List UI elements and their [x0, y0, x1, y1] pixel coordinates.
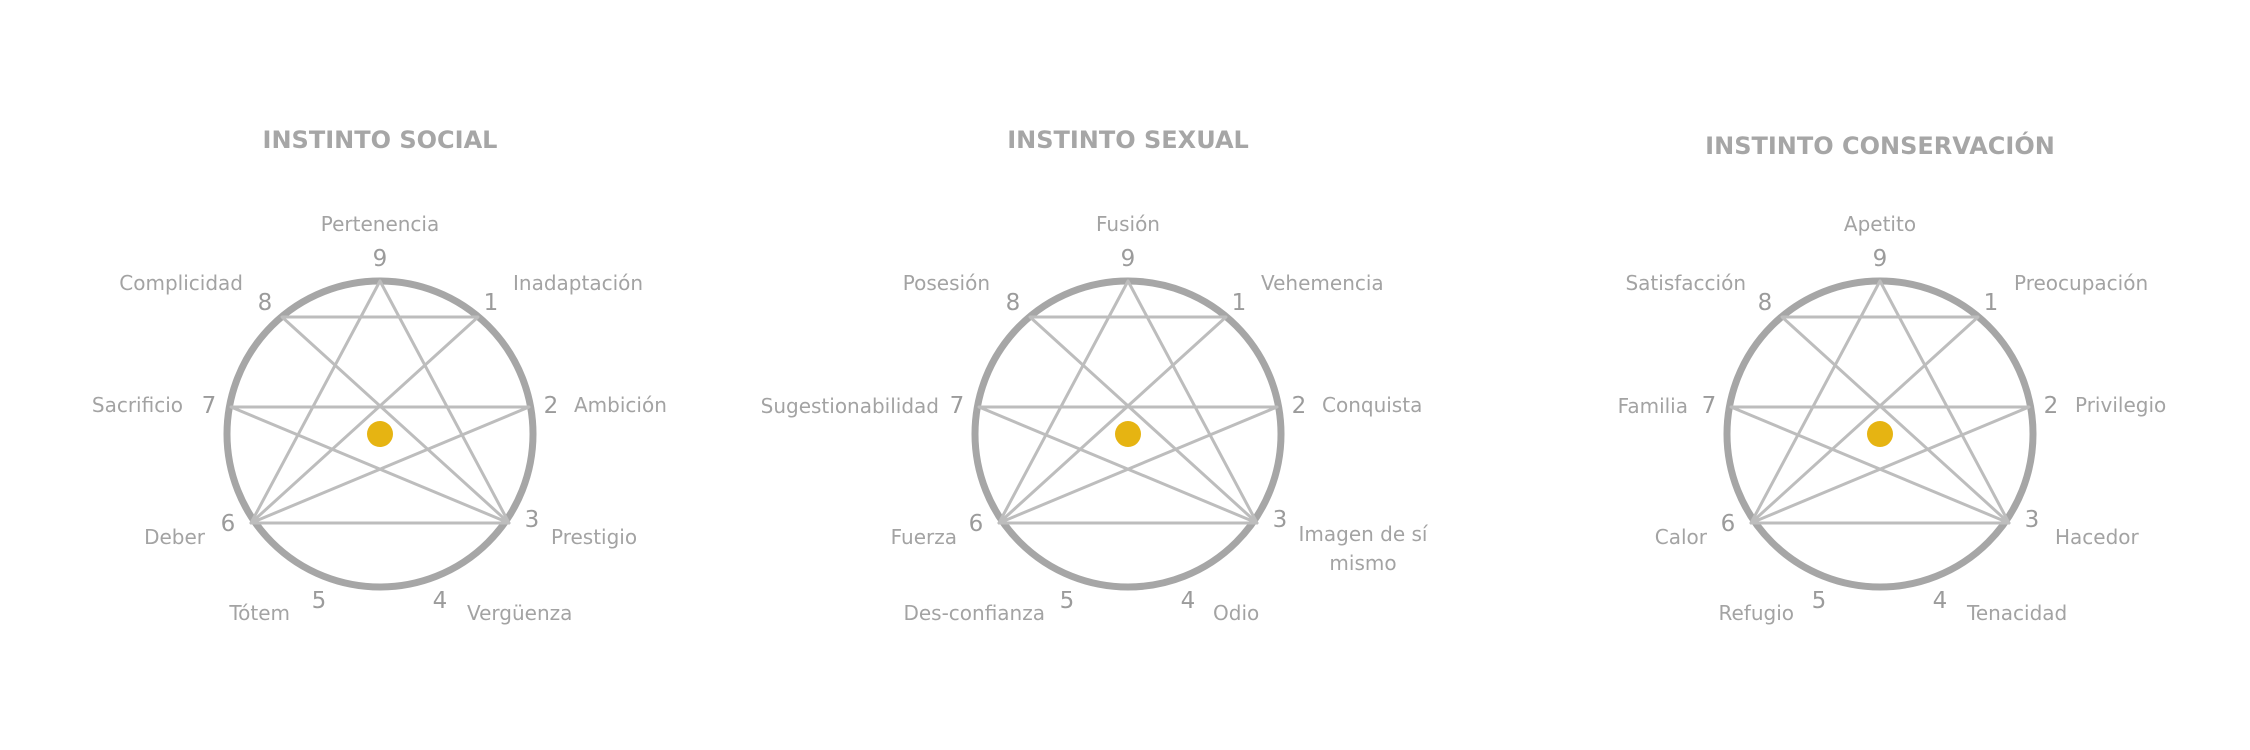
point-number-1: 1: [484, 290, 499, 316]
hexad-1-4-2-8-5-7: [977, 315, 1279, 525]
point-label-3: Imagen de sí: [1298, 522, 1428, 546]
point-number-7: 7: [202, 393, 217, 419]
point-number-6: 6: [1721, 511, 1736, 537]
point-label-6: Fuerza: [891, 525, 957, 549]
point-number-8: 8: [1758, 290, 1773, 316]
point-label-7: Familia: [1618, 394, 1688, 418]
panel-title: INSTINTO CONSERVACIÓN: [1705, 130, 2055, 160]
point-number-5: 5: [312, 588, 327, 614]
point-label-2: Ambición: [574, 393, 667, 417]
point-number-7: 7: [1702, 393, 1717, 419]
point-label-9: Apetito: [1844, 212, 1916, 236]
point-number-3: 3: [2025, 507, 2040, 533]
center-dot: [1867, 421, 1893, 447]
panel-title: INSTINTO SEXUAL: [1007, 126, 1249, 154]
enneagram-diagram: INSTINTO CONSERVACIÓN 9 1 2 3 4 5 6 7 8 …: [1618, 130, 2167, 625]
point-number-1: 1: [1232, 290, 1247, 316]
point-label-2: Conquista: [1322, 393, 1422, 417]
point-number-8: 8: [258, 290, 273, 316]
point-number-4: 4: [1933, 588, 1948, 614]
point-number-2: 2: [544, 393, 559, 419]
point-label-1: Preocupación: [2014, 271, 2148, 295]
center-dot: [367, 421, 393, 447]
point-number-2: 2: [1292, 393, 1307, 419]
center-dot: [1115, 421, 1141, 447]
point-number-1: 1: [1984, 290, 1999, 316]
point-label-4: Tenacidad: [1966, 601, 2067, 625]
point-label-1: Inadaptación: [513, 271, 643, 295]
point-number-4: 4: [433, 588, 448, 614]
point-label-5: Refugio: [1718, 601, 1794, 625]
point-number-6: 6: [221, 511, 236, 537]
point-number-5: 5: [1812, 588, 1827, 614]
point-number-4: 4: [1181, 588, 1196, 614]
point-number-5: 5: [1060, 588, 1075, 614]
point-number-6: 6: [969, 511, 984, 537]
point-label-3: Prestigio: [551, 525, 637, 549]
triangle-3-6-9: [1749, 279, 2011, 525]
triangle-3-6-9: [249, 279, 511, 525]
enneagram-panel-conservacion: INSTINTO CONSERVACIÓN 9 1 2 3 4 5 6 7 8 …: [1500, 0, 2250, 750]
enneagram-diagram: INSTINTO SEXUAL 9 1 2 3 4 5 6 7 8 Fusión…: [761, 126, 1429, 625]
point-label-6: Calor: [1655, 525, 1708, 549]
hexad-1-4-2-8-5-7: [229, 315, 531, 525]
point-label-8: Complicidad: [119, 271, 243, 295]
enneagram-panel-sexual: INSTINTO SEXUAL 9 1 2 3 4 5 6 7 8 Fusión…: [750, 0, 1500, 750]
point-label-3-line2: mismo: [1329, 551, 1396, 575]
point-number-9: 9: [373, 246, 388, 272]
point-label-5: Tótem: [228, 601, 290, 625]
point-label-9: Pertenencia: [321, 212, 440, 236]
point-label-6: Deber: [144, 525, 206, 549]
point-label-3: Hacedor: [2055, 525, 2140, 549]
point-label-4: Vergüenza: [467, 601, 572, 625]
point-label-2: Privilegio: [2075, 393, 2166, 417]
triangle-3-6-9: [997, 279, 1259, 525]
point-number-3: 3: [1273, 507, 1288, 533]
point-number-2: 2: [2044, 393, 2059, 419]
hexad-1-4-2-8-5-7: [1729, 315, 2031, 525]
point-label-9: Fusión: [1096, 212, 1160, 236]
point-label-7: Sugestionabilidad: [761, 394, 939, 418]
point-label-7: Sacrificio: [92, 393, 183, 417]
point-label-8: Posesión: [903, 271, 990, 295]
point-label-1: Vehemencia: [1261, 271, 1384, 295]
point-label-4: Odio: [1213, 601, 1259, 625]
enneagram-diagram: INSTINTO SOCIAL 9 1 2 3 4 5 6 7 8 Perten…: [92, 126, 667, 625]
point-label-8: Satisfacción: [1625, 271, 1746, 295]
enneagram-panel-social: INSTINTO SOCIAL 9 1 2 3 4 5 6 7 8 Perten…: [0, 0, 750, 750]
point-number-8: 8: [1006, 290, 1021, 316]
point-number-9: 9: [1873, 246, 1888, 272]
point-label-5: Des-confianza: [903, 601, 1045, 625]
point-number-3: 3: [525, 507, 540, 533]
panel-title: INSTINTO SOCIAL: [263, 126, 498, 154]
point-number-9: 9: [1121, 246, 1136, 272]
point-number-7: 7: [950, 393, 965, 419]
